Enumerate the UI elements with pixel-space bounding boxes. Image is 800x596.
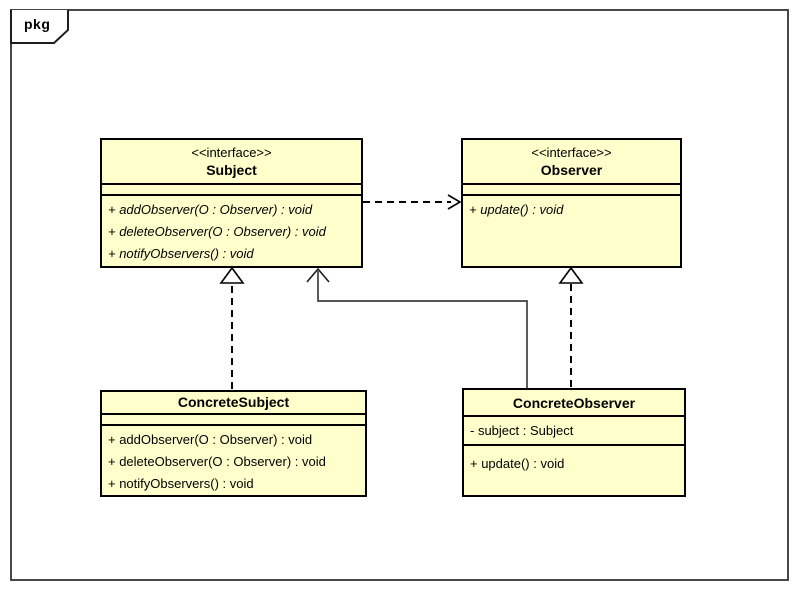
class-stereotype: <<interface>> (531, 144, 612, 160)
method: + deleteObserver(O : Observer) : void (108, 454, 326, 469)
method: + addObserver(O : Observer) : void (108, 432, 313, 447)
class-concrete-observer[interactable]: ConcreteObserver - subject : Subject + u… (462, 388, 686, 497)
class-header: <<interface>> Subject (102, 140, 361, 183)
method: + notifyObservers() : void (108, 246, 254, 261)
class-name: ConcreteObserver (512, 394, 636, 411)
methods-compartment: + update() : void (463, 194, 680, 266)
attributes-compartment (102, 183, 361, 194)
class-name: Subject (206, 161, 257, 178)
class-name: Observer (540, 161, 603, 178)
dependency-open-arrowhead-icon (447, 194, 462, 210)
package-tab (10, 10, 69, 44)
class-header: <<interface>> Observer (463, 140, 680, 183)
realization-hollow-triangle-icon (219, 266, 245, 284)
method: + update() : void (469, 202, 564, 217)
association-open-arrowhead-icon (306, 267, 330, 283)
class-header: ConcreteSubject (102, 392, 365, 413)
class-observer[interactable]: <<interface>> Observer + update() : void (461, 138, 682, 268)
realization-hollow-triangle-icon (558, 266, 584, 284)
method: + addObserver(O : Observer) : void (108, 202, 313, 217)
method: + update() : void (470, 456, 565, 471)
package-frame (10, 9, 789, 581)
method: + deleteObserver(O : Observer) : void (108, 224, 326, 239)
class-stereotype: <<interface>> (191, 144, 272, 160)
methods-compartment: + addObserver(O : Observer) : void + del… (102, 424, 365, 495)
class-concrete-subject[interactable]: ConcreteSubject + addObserver(O : Observ… (100, 390, 367, 497)
class-subject[interactable]: <<interface>> Subject + addObserver(O : … (100, 138, 363, 268)
methods-compartment: + addObserver(O : Observer) : void + del… (102, 194, 361, 266)
association-concreteobserver-subject-line[interactable] (317, 271, 528, 388)
attributes-compartment (463, 183, 680, 194)
methods-compartment: + update() : void (464, 444, 684, 495)
attributes-compartment (102, 412, 365, 424)
class-header: ConcreteObserver (464, 390, 684, 415)
attributes-compartment: - subject : Subject (464, 415, 684, 444)
class-name: ConcreteSubject (177, 394, 290, 411)
method: + notifyObservers() : void (108, 476, 254, 491)
package-label: pkg (24, 16, 51, 32)
attribute: - subject : Subject (470, 423, 574, 438)
